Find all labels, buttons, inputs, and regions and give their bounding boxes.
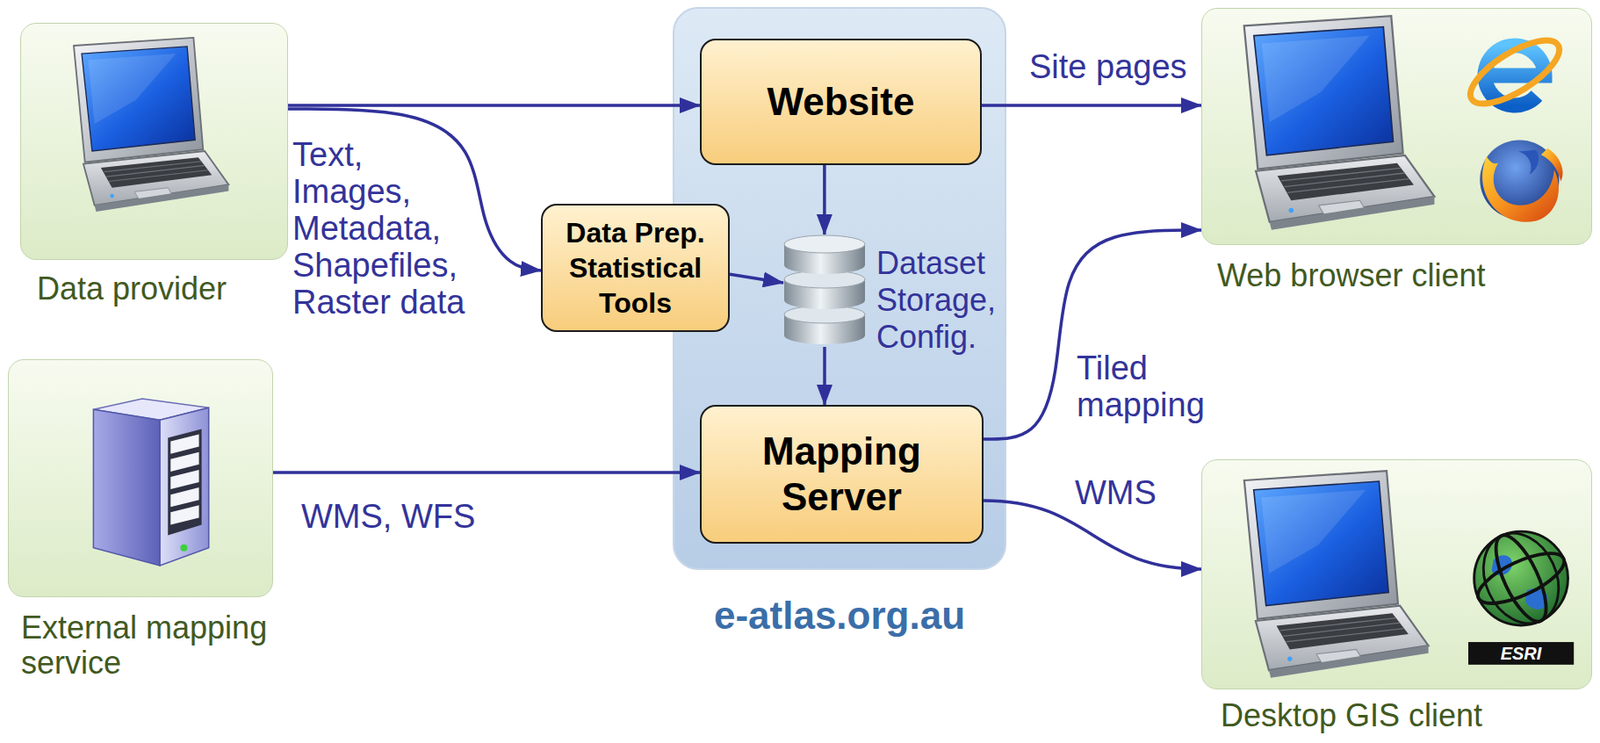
text-holder: Data provider bbox=[36, 271, 292, 307]
node-label: e-atlas.org.au bbox=[673, 593, 1006, 638]
browser-logo bbox=[1462, 19, 1568, 129]
laptop-icon bbox=[56, 30, 232, 219]
text-holder: Tiled mapping bbox=[1076, 349, 1218, 424]
process-box: Mapping Server bbox=[699, 404, 984, 544]
box-label: Website bbox=[767, 79, 916, 125]
edge-label: WMS bbox=[1074, 474, 1181, 512]
browser-logo bbox=[1461, 28, 1569, 116]
text-holder: Website bbox=[701, 40, 981, 164]
flow-arrow bbox=[822, 165, 827, 235]
site-group: WebsiteData Prep. Statistical ToolsDatas… bbox=[673, 7, 1006, 570]
box-label: Mapping Server bbox=[712, 428, 972, 520]
database-icon bbox=[783, 234, 866, 347]
text-holder: ESRI bbox=[1468, 641, 1574, 665]
flow-arrow bbox=[288, 103, 700, 108]
esri-logo bbox=[1468, 520, 1574, 665]
node-label: Data provider bbox=[36, 271, 292, 307]
laptop-icon bbox=[1244, 470, 1429, 678]
provider-panel: Data provider bbox=[20, 22, 289, 260]
flow-arrow bbox=[822, 346, 827, 405]
browser-logo bbox=[1468, 131, 1568, 228]
text-holder: Desktop GIS client bbox=[1220, 699, 1590, 733]
edge-label: Site pages bbox=[1029, 48, 1205, 86]
gis-client-panel: Desktop GIS clientESRI bbox=[1201, 459, 1593, 690]
text-holder: Site pages bbox=[1029, 48, 1205, 86]
text-holder: Text, Images, Metadata, Shapefiles, Rast… bbox=[292, 136, 473, 321]
edge-label: Text, Images, Metadata, Shapefiles, Rast… bbox=[292, 136, 473, 321]
database-icon bbox=[784, 235, 865, 345]
text-holder: Data Prep. Statistical Tools bbox=[542, 205, 728, 331]
logo-text: ESRI bbox=[1468, 641, 1574, 665]
browser-logo bbox=[1479, 139, 1563, 222]
process-box: Data Prep. Statistical Tools bbox=[540, 203, 730, 332]
flow-arrow bbox=[981, 103, 1202, 108]
text-holder: WMS bbox=[1074, 474, 1181, 512]
text-holder: External mapping service bbox=[21, 610, 276, 681]
flow-arrow bbox=[729, 273, 784, 283]
laptop-icon bbox=[1215, 14, 1446, 232]
node-label: Desktop GIS client bbox=[1220, 699, 1590, 733]
server-icon bbox=[75, 391, 218, 570]
node-label: Web browser client bbox=[1217, 258, 1586, 294]
edge-label: Tiled mapping bbox=[1076, 349, 1218, 424]
flow-arrow bbox=[273, 470, 700, 475]
edge-label: WMS, WFS bbox=[301, 497, 530, 535]
laptop-icon bbox=[1215, 468, 1441, 680]
laptop-icon bbox=[73, 37, 229, 212]
browser-client-panel: Web browser client bbox=[1201, 7, 1593, 246]
database-cylinder: Dataset Storage, Config. bbox=[783, 234, 866, 347]
text-holder: WMS, WFS bbox=[301, 497, 530, 535]
box-label: Data Prep. Statistical Tools bbox=[553, 215, 718, 321]
text-holder: Web browser client bbox=[1217, 258, 1586, 294]
server-icon bbox=[93, 398, 209, 566]
external-service-panel: External mapping service bbox=[7, 359, 274, 598]
text-holder: Dataset Storage, Config. bbox=[876, 245, 1009, 356]
process-box: Website bbox=[699, 38, 982, 166]
text-holder: Mapping Server bbox=[701, 406, 982, 542]
text-holder: e-atlas.org.au bbox=[673, 593, 1006, 638]
laptop-icon bbox=[1244, 15, 1435, 231]
node-label: Dataset Storage, Config. bbox=[876, 245, 1009, 356]
node-label: External mapping service bbox=[21, 610, 276, 681]
